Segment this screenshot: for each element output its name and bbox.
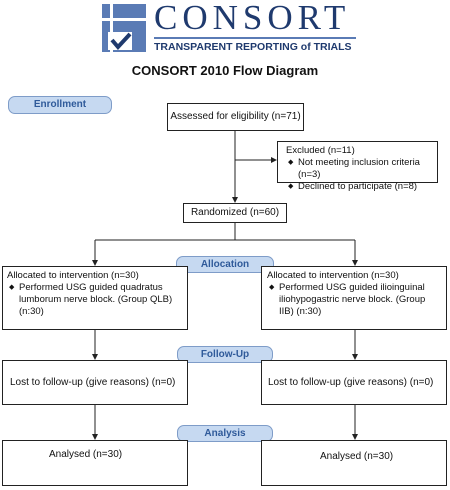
box-randomized: Randomized (n=60) [183, 203, 287, 223]
stage-allocation: Allocation [176, 256, 274, 273]
stage-follow-up: Follow-Up [177, 346, 273, 363]
box-alloc-right: Allocated to intervention (n=30) Perform… [261, 266, 447, 330]
excluded-item: Not meeting inclusion criteria (n=3) [288, 157, 433, 181]
alloc-right-title: Allocated to intervention (n=30) [267, 270, 399, 281]
alloc-right-list: Performed USG guided ilioinguinal iliohy… [267, 282, 442, 318]
consort-logo: CONSORT TRANSPARENT REPORTING of TRIALS [100, 0, 360, 56]
excluded-item: Declined to participate (n=8) [288, 181, 433, 193]
logo-underline [154, 37, 356, 39]
consort-check-icon [102, 4, 146, 52]
stage-analysis: Analysis [177, 425, 273, 442]
logo-tagline: TRANSPARENT REPORTING of TRIALS [154, 41, 352, 53]
excluded-list: Not meeting inclusion criteria (n=3) Dec… [286, 157, 433, 193]
box-followup-right: Lost to follow-up (give reasons) (n=0) [261, 360, 447, 405]
diagram-title: CONSORT 2010 Flow Diagram [131, 63, 319, 78]
alloc-right-item: Performed USG guided ilioinguinal iliohy… [269, 282, 442, 318]
box-excluded: Excluded (n=11) Not meeting inclusion cr… [277, 141, 438, 193]
excluded-title: Excluded (n=11) [286, 145, 355, 156]
alloc-left-title: Allocated to intervention (n=30) [7, 270, 139, 281]
logo-wordmark: CONSORT [154, 0, 351, 37]
alloc-left-item: Performed USG guided quadratus lumborum … [9, 282, 183, 318]
box-followup-left: Lost to follow-up (give reasons) (n=0) [2, 360, 188, 405]
stage-enrollment: Enrollment [8, 96, 112, 114]
box-analysis-right: Analysed (n=30) [261, 440, 447, 486]
box-assessed: Assessed for eligibility (n=71) [167, 103, 304, 131]
box-alloc-left: Allocated to intervention (n=30) Perform… [2, 266, 188, 330]
box-analysis-left: Analysed (n=30) [2, 440, 188, 486]
alloc-left-list: Performed USG guided quadratus lumborum … [7, 282, 183, 318]
